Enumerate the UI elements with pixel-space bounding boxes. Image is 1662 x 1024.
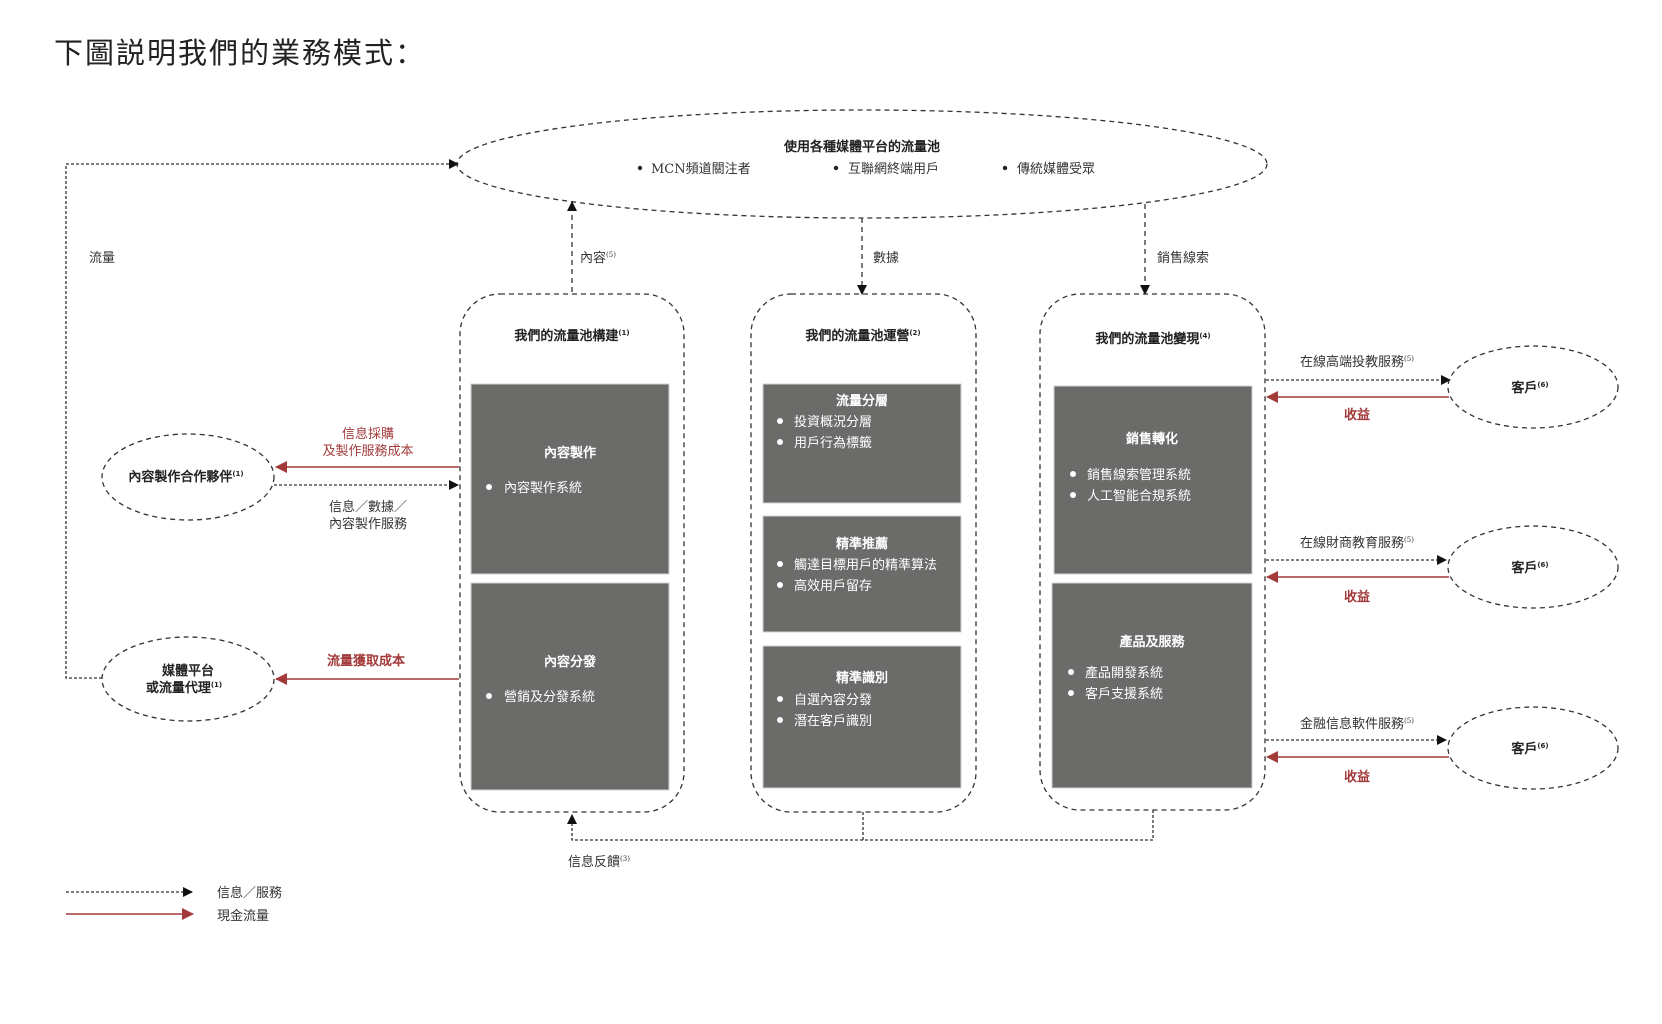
feedback-flow: 信息反饋(3)	[567, 810, 1154, 870]
customer-ellipse	[1447, 706, 1619, 790]
block-item: 自選內容分發	[794, 692, 872, 708]
data-label: 數據	[873, 251, 899, 266]
legend-label: 現金流量	[217, 908, 269, 924]
bullet-icon	[777, 696, 783, 702]
legend: 信息／服務 現金流量	[66, 885, 282, 924]
column-pool-operation	[750, 293, 977, 813]
bullet-icon	[833, 165, 839, 171]
revenue-label: 收益	[1344, 769, 1370, 785]
bullet-icon	[1002, 165, 1008, 171]
traffic-pool-item: MCN頻道關注者	[651, 162, 751, 177]
bullet-icon	[777, 439, 783, 445]
customer-row-3: 金融信息軟件服務(5) 收益 客戶(6)	[1266, 706, 1619, 790]
block-item: 投資概況分層	[794, 414, 872, 430]
block-bg	[762, 383, 962, 504]
block-bg	[762, 645, 962, 789]
bullet-icon	[1068, 669, 1074, 675]
block-traffic-layering: 流量分層 投資概況分層 用戶行為標籤	[762, 383, 962, 504]
customer-ellipse	[1447, 525, 1619, 609]
bullet-icon	[777, 418, 783, 424]
block-title: 流量分層	[836, 393, 888, 409]
traffic-label: 流量	[89, 251, 115, 266]
traffic-pool-item: 互聯網終端用戶	[848, 161, 939, 177]
page-title: 下圖説明我們的業務模式：	[54, 36, 427, 70]
bullet-icon	[486, 484, 492, 490]
column-pool-building	[459, 293, 685, 813]
traffic-pool-item: 傳統媒體受眾	[1017, 162, 1095, 177]
content-partner: 內容製作合作夥伴(1)	[101, 433, 275, 521]
block-item: 高效用戶留存	[794, 578, 872, 594]
service-label: 在線高端投教服務(5)	[1300, 354, 1414, 370]
block-content-production: 內容製作 內容製作系統	[470, 383, 670, 575]
content-partner-ellipse	[101, 433, 275, 521]
traffic-pool-title: 使用各種媒體平台的流量池	[783, 139, 940, 155]
block-item: 營銷及分發系統	[504, 689, 595, 705]
column-title: 我們的流量池構建(1)	[514, 328, 629, 344]
info-service-label: 內容製作服務	[329, 516, 407, 532]
block-bg	[1053, 385, 1253, 575]
block-sales-conversion: 銷售轉化 銷售線索管理系統 人工智能合規系統	[1053, 385, 1253, 575]
block-title: 內容分發	[544, 654, 596, 670]
block-content-distribution: 內容分發 營銷及分發系統	[470, 582, 670, 791]
service-label: 金融信息軟件服務(5)	[1300, 716, 1414, 732]
block-item: 用戶行為標籤	[794, 435, 872, 451]
bullet-icon	[777, 561, 783, 567]
revenue-label: 收益	[1344, 589, 1370, 605]
bullet-icon	[777, 582, 783, 588]
sales-leads-label: 銷售線索	[1157, 250, 1209, 266]
content-partner-label: 內容製作合作夥伴(1)	[128, 469, 243, 485]
customer-label: 客戶(6)	[1511, 560, 1548, 576]
block-title: 精準推薦	[836, 536, 888, 552]
block-bg	[470, 383, 670, 575]
customer-row-1: 在線高端投教服務(5) 收益 客戶(6)	[1266, 345, 1619, 429]
block-item: 客戶支援系統	[1085, 686, 1163, 702]
content-label: 內容(5)	[580, 250, 616, 266]
block-bg	[762, 515, 962, 633]
traffic-arrow	[65, 159, 459, 679]
procurement-cost-label: 及製作服務成本	[322, 444, 413, 459]
revenue-label: 收益	[1344, 407, 1370, 423]
bullet-icon	[1070, 471, 1076, 477]
feedback-label: 信息反饋(3)	[568, 854, 630, 870]
block-title: 內容製作	[544, 445, 596, 461]
customer-row-2: 在線財商教育服務(5) 收益 客戶(6)	[1266, 525, 1619, 609]
column-title: 我們的流量池變現(4)	[1095, 331, 1210, 347]
info-service-label: 信息／數據／	[329, 499, 407, 515]
block-item: 銷售線索管理系統	[1087, 467, 1191, 483]
bullet-icon	[777, 717, 783, 723]
block-item: 人工智能合規系統	[1087, 489, 1191, 504]
media-platform: 媒體平台 或流量代理(1)	[101, 636, 275, 722]
column-title: 我們的流量池運營(2)	[805, 328, 920, 344]
media-platform-label: 或流量代理(1)	[146, 680, 222, 696]
traffic-cost-label: 流量獲取成本	[327, 653, 405, 669]
block-item: 觸達目標用戶的精準算法	[794, 557, 937, 573]
bullet-icon	[637, 165, 643, 171]
traffic-flow: 流量	[65, 159, 459, 679]
customer-label: 客戶(6)	[1511, 380, 1548, 396]
block-precise-recommendation: 精準推薦 觸達目標用戶的精準算法 高效用戶留存	[762, 515, 962, 633]
customer-label: 客戶(6)	[1511, 741, 1548, 757]
procurement-cost-label: 信息採購	[342, 426, 394, 442]
block-title: 精準識別	[836, 670, 888, 686]
bullet-icon	[1070, 492, 1076, 498]
block-item: 產品開發系統	[1085, 665, 1163, 681]
bullet-icon	[1068, 690, 1074, 696]
block-item: 潛在客戶識別	[794, 713, 872, 729]
media-platform-label: 媒體平台	[162, 663, 214, 679]
service-label: 在線財商教育服務(5)	[1300, 535, 1414, 551]
block-bg	[1051, 582, 1253, 789]
legend-label: 信息／服務	[217, 885, 282, 901]
block-precise-identification: 精準識別 自選內容分發 潛在客戶識別	[762, 645, 962, 789]
media-platform-ellipse	[101, 636, 275, 722]
traffic-pool: 使用各種媒體平台的流量池 MCN頻道關注者 互聯網終端用戶 傳統媒體受眾	[456, 109, 1268, 219]
block-item: 內容製作系統	[504, 480, 582, 496]
bullet-icon	[486, 693, 492, 699]
block-title: 產品及服務	[1118, 634, 1185, 650]
block-bg	[470, 582, 670, 791]
block-title: 銷售轉化	[1126, 431, 1178, 447]
block-products-services: 產品及服務 產品開發系統 客戶支援系統	[1051, 582, 1253, 789]
customer-ellipse	[1447, 345, 1619, 429]
